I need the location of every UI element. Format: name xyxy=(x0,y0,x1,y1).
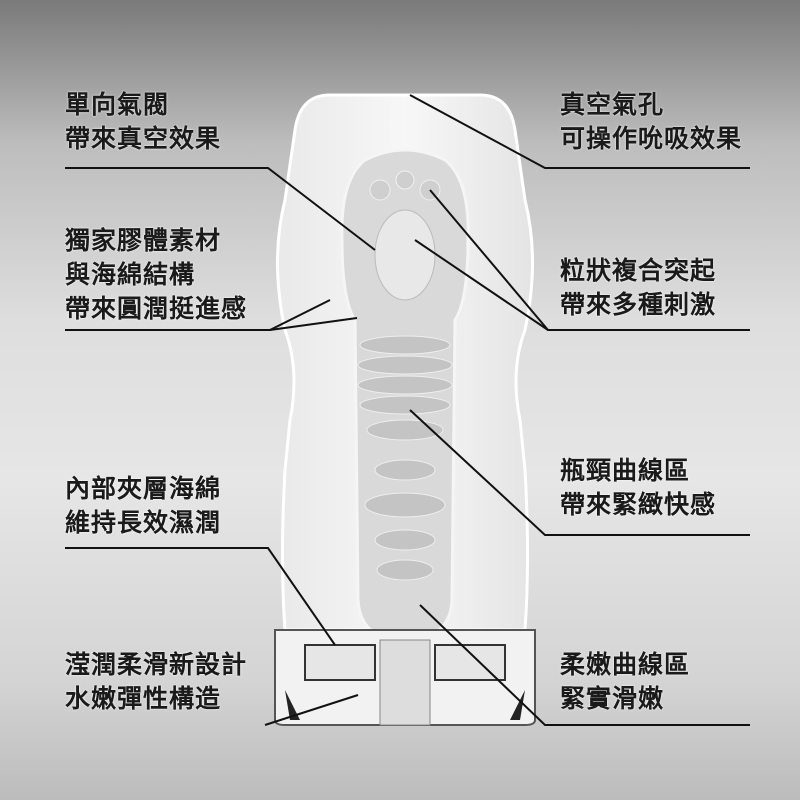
label-soft-curve: 柔嫩曲線區 緊實滑嫩 xyxy=(560,650,691,713)
label-vacuum-hole: 真空氣孔 可操作吮吸效果 xyxy=(560,90,743,153)
label-inner-sponge: 內部夾層海綿 維持長效濕潤 xyxy=(65,474,222,537)
label-lubrication: 滢潤柔滑新設計 水嫩彈性構造 xyxy=(65,650,248,713)
dome-chamber xyxy=(374,209,436,301)
label-neck-curve: 瓶頸曲線區 帶來緊緻快感 xyxy=(560,456,717,519)
inner-sleeve xyxy=(340,148,470,642)
label-one-way-valve: 單向氣閥 帶來真空效果 xyxy=(65,90,222,153)
ridges xyxy=(357,335,453,581)
top-bumps xyxy=(369,170,441,201)
label-bumps: 粒狀複合突起 帶來多種刺激 xyxy=(560,256,717,319)
leader-lines xyxy=(65,94,750,726)
label-gel-material: 獨家膠體素材 與海綿結構 帶來圓潤挺進感 xyxy=(65,226,248,323)
